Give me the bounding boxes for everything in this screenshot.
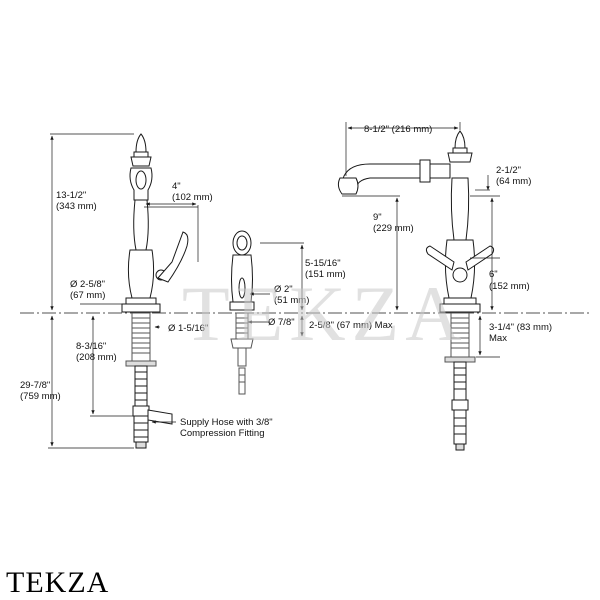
label-base-dia-mm: (67 mm) xyxy=(70,290,105,301)
label-spray-height: 5-15/16" xyxy=(305,258,341,269)
side-spray-shank xyxy=(230,312,254,395)
label-hose-len: 29-7/8" xyxy=(20,380,50,391)
label-supply-line2: Compression Fitting xyxy=(180,428,264,439)
label-spray-dia: Ø 2" xyxy=(274,284,293,295)
label-handle-height-mm: (152 mm) xyxy=(489,281,530,292)
watermark: TEKZA xyxy=(182,270,468,357)
label-spout-height: 9" xyxy=(373,212,382,223)
label-height-total: 13-1/2" xyxy=(56,190,86,201)
label-spray-dia-mm: (51 mm) xyxy=(274,295,309,306)
label-spout-height-mm: (229 mm) xyxy=(373,223,414,234)
label-height-total-mm: (343 mm) xyxy=(56,201,97,212)
side-view-supply-hose xyxy=(451,361,469,451)
label-spray-height-mm: (151 mm) xyxy=(305,269,346,280)
side-spray xyxy=(229,230,255,311)
label-thread-max: 3-1/4" (83 mm) xyxy=(489,322,552,333)
label-shank-len: 8-3/16" xyxy=(76,341,106,352)
label-spray-shank: Ø 7/8" xyxy=(268,317,295,328)
label-thread-max-word: Max xyxy=(489,333,507,344)
label-handle-height: 6" xyxy=(489,269,498,280)
left-dimension-lines xyxy=(48,133,199,449)
label-reach-handle: 4" xyxy=(172,181,181,192)
brand-logo-text: TEKZA xyxy=(6,566,110,599)
right-dimension-lines xyxy=(342,122,500,358)
label-base-dia: Ø 2-5/8" xyxy=(70,279,105,290)
front-view-supply-hose xyxy=(132,365,173,449)
label-reach-handle-mm: (102 mm) xyxy=(172,192,213,203)
label-handle-proj: 2-1/2" xyxy=(496,165,521,176)
spray-dimension-lines xyxy=(247,242,304,337)
label-shank-dia: Ø 1-5/16" xyxy=(168,323,208,334)
label-deck-max: 2-5/8" (67 mm) Max xyxy=(309,320,393,331)
label-spout-reach: 8-1/2" (216 mm) xyxy=(364,124,432,135)
front-view-faucet xyxy=(121,133,189,313)
label-shank-len-mm: (208 mm) xyxy=(76,352,117,363)
front-view-shank xyxy=(125,312,157,367)
label-supply-line1: Supply Hose with 3/8" xyxy=(180,417,273,428)
label-hose-len-mm: (759 mm) xyxy=(20,391,61,402)
label-handle-proj-mm: (64 mm) xyxy=(496,176,531,187)
